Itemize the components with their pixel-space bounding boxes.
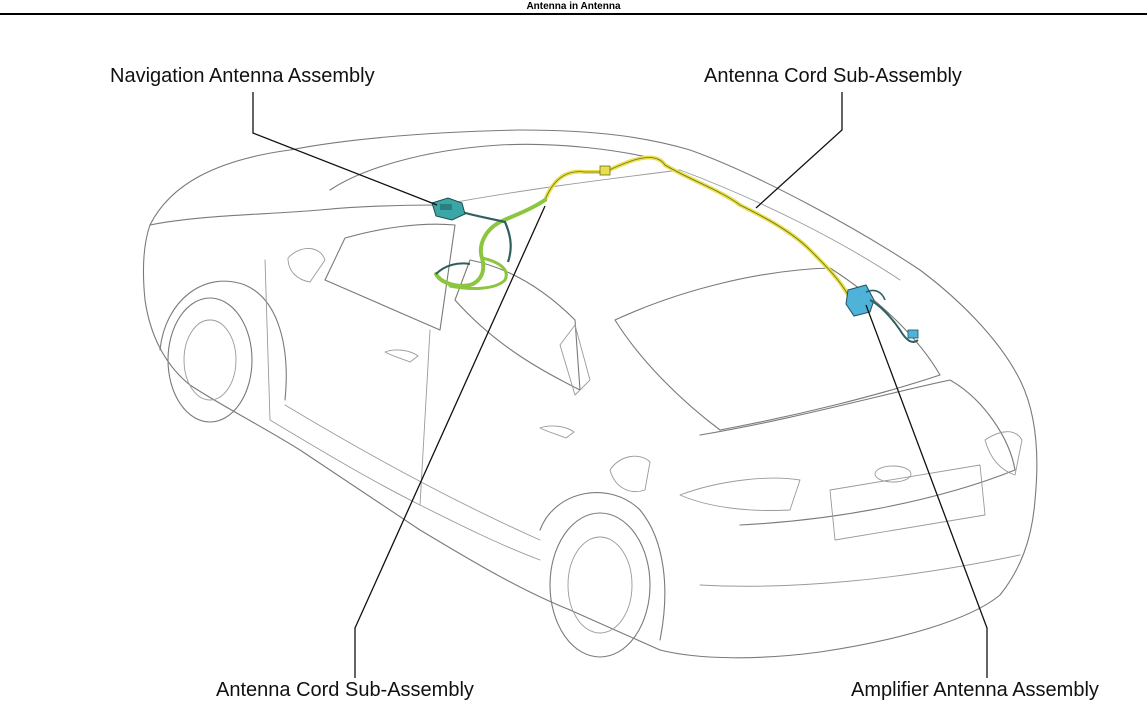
pillar-cord-branch bbox=[448, 256, 508, 290]
front-wheel-hub bbox=[183, 319, 237, 401]
leader-lines bbox=[252, 92, 988, 678]
roof-cord-edge bbox=[544, 157, 849, 296]
car-illustration bbox=[142, 129, 1038, 659]
header-divider bbox=[0, 13, 1147, 15]
car-body-outline bbox=[142, 129, 1038, 659]
amplifier-lead bbox=[869, 299, 919, 343]
amplifier-connector bbox=[907, 329, 919, 339]
front-wheel-arch bbox=[159, 280, 287, 401]
quarter-window bbox=[559, 324, 591, 396]
left-tail-light bbox=[679, 477, 801, 511]
car-roof-line bbox=[439, 169, 901, 281]
rear-side-window bbox=[454, 259, 581, 391]
rear-door-handle bbox=[539, 425, 575, 439]
leader-navigation-antenna bbox=[252, 92, 438, 206]
page-header-title: Antenna in Antenna bbox=[526, 1, 621, 12]
leader-antenna-cord-top bbox=[755, 92, 843, 209]
callout-antenna-cord-sub-assembly-bottom: Antenna Cord Sub-Assembly bbox=[216, 679, 474, 701]
amplifier-lead-2 bbox=[865, 289, 886, 301]
front-side-window bbox=[324, 223, 456, 331]
front-wheel bbox=[167, 297, 253, 423]
front-door-handle bbox=[384, 349, 419, 363]
leader-antenna-cord-bottom bbox=[354, 205, 546, 678]
nav-antenna-lead bbox=[454, 208, 512, 263]
rear-wheel bbox=[549, 512, 651, 658]
rear-wheel-hub bbox=[567, 536, 633, 634]
car-hood-line bbox=[149, 204, 441, 226]
rear-wheel-arch bbox=[539, 492, 666, 641]
antenna-wiring bbox=[431, 155, 919, 343]
rear-bumper bbox=[699, 554, 1021, 587]
right-tail-light bbox=[984, 431, 1023, 476]
trunk-lid bbox=[699, 379, 1016, 526]
callout-navigation-antenna-assembly: Navigation Antenna Assembly bbox=[110, 65, 375, 87]
front-door-line bbox=[264, 259, 421, 506]
leader-amplifier-antenna bbox=[865, 304, 988, 678]
car-windshield bbox=[329, 143, 661, 191]
rocker-panel bbox=[284, 404, 541, 541]
fuel-door bbox=[609, 455, 651, 492]
rear-door-line bbox=[419, 329, 541, 561]
mirror bbox=[287, 248, 326, 283]
callout-antenna-cord-sub-assembly-top: Antenna Cord Sub-Assembly bbox=[704, 65, 962, 87]
roof-cord-connector bbox=[599, 165, 611, 176]
callout-amplifier-antenna-assembly: Amplifier Antenna Assembly bbox=[851, 679, 1099, 701]
rear-window bbox=[614, 267, 941, 431]
license-plate-area bbox=[829, 464, 986, 541]
navigation-antenna-mount bbox=[440, 204, 452, 210]
roof-antenna-cord bbox=[543, 155, 850, 297]
connector-lead bbox=[435, 262, 471, 275]
trunk-emblem bbox=[874, 465, 912, 483]
